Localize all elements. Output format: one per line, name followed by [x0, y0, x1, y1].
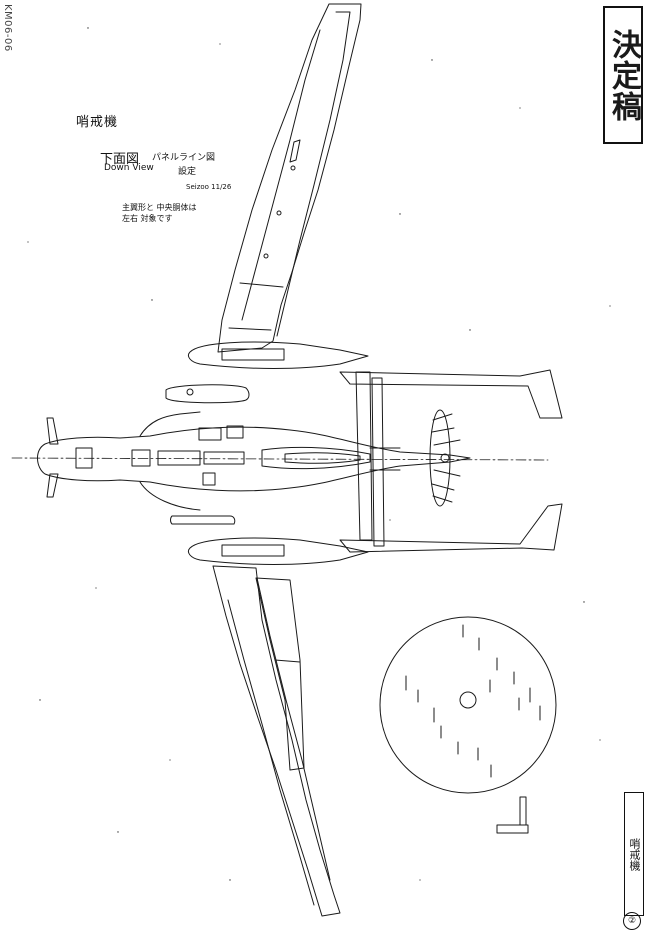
- tail-booms: [339, 369, 563, 553]
- propeller: [429, 409, 461, 507]
- down-view-label: Down View: [104, 163, 154, 173]
- mast: [496, 796, 529, 834]
- fuselage: [37, 411, 471, 511]
- artist-signature: Seizoo 11/26: [186, 183, 232, 191]
- rotor-disc: [379, 616, 557, 794]
- stamp-text: 決定稿: [606, 28, 641, 122]
- approval-stamp: 決定稿: [603, 6, 643, 144]
- footer-label: 哨戒機: [628, 837, 641, 871]
- memo-line-1: 主翼形と 中央胴体は: [122, 203, 197, 212]
- lower-main-wing: [212, 565, 341, 917]
- memo-line-2: 左右 対象です: [122, 214, 173, 223]
- lower-nacelle: [187, 537, 369, 565]
- scan-speckles: [27, 27, 611, 881]
- sheet-number: ②: [623, 912, 641, 930]
- view-label: 下面図: [100, 152, 140, 167]
- upper-nacelle: [187, 341, 369, 369]
- nose-fins: [46, 417, 59, 498]
- panel-line-label: パネルライン図: [152, 153, 216, 163]
- pods: [165, 384, 250, 525]
- centerline: [11, 457, 549, 461]
- page-id: KM06-06: [2, 4, 13, 52]
- footer-title-box: 哨戒機: [624, 792, 644, 916]
- setting-label: 設定: [178, 167, 197, 177]
- upper-main-wing: [217, 3, 362, 353]
- drawing-title: 哨戒機: [76, 115, 119, 130]
